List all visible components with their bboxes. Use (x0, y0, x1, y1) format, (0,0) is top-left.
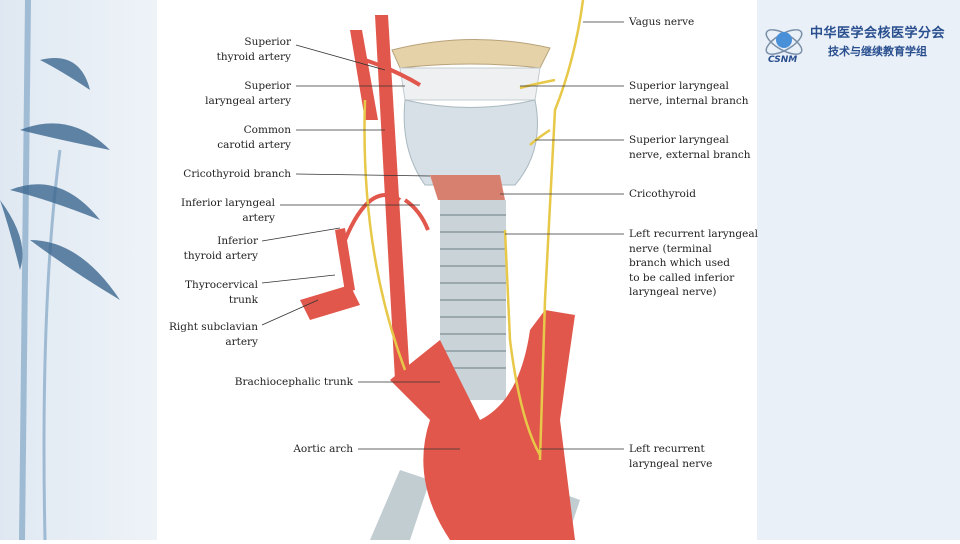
leader-lines (261, 21, 624, 450)
nerves (363, 0, 585, 461)
label-line: Common (243, 124, 291, 136)
label-line: artery (225, 335, 258, 348)
svg-text:CSNM: CSNM (768, 55, 797, 65)
label-line: laryngeal artery (205, 94, 291, 107)
label-line: Right subclavian (169, 321, 258, 333)
label-vagus-nerve: Vagus nerve (629, 15, 694, 30)
label-line: nerve, internal branch (629, 94, 749, 107)
artery-branches (343, 58, 430, 241)
label-line: to be called inferior (629, 271, 735, 284)
label-thyrocervical-trunk: Thyrocervical trunk (185, 278, 258, 307)
label-line: Brachiocephalic trunk (234, 376, 353, 388)
label-line: thyroid artery (183, 249, 258, 262)
label-common-carotid-artery: Common carotid artery (217, 123, 291, 152)
label-line: artery (242, 211, 275, 224)
label-line: Cricothyroid branch (183, 168, 291, 180)
bamboo-illustration (0, 0, 120, 541)
label-cricothyroid-branch: Cricothyroid branch (183, 167, 291, 182)
csnm-logo: CSNM 中华医学会核医学分会 技术与继续教育学组 (762, 18, 957, 68)
label-line: Left recurrent laryngeal (629, 228, 758, 240)
label-line: Superior (244, 36, 291, 48)
label-inferior-laryngeal-artery: Inferior laryngeal artery (181, 196, 275, 225)
label-right-subclavian-artery: Right subclavian artery (169, 320, 258, 349)
label-superior-laryngeal-nerve-external: Superior laryngeal nerve, external branch (629, 133, 751, 162)
atom-logo-icon: CSNM (765, 29, 803, 65)
label-inferior-thyroid-artery: Inferior thyroid artery (184, 234, 258, 263)
label-line: Superior laryngeal (629, 134, 729, 146)
label-superior-laryngeal-nerve-internal: Superior laryngeal nerve, internal branch (629, 79, 749, 108)
label-line: Inferior laryngeal (181, 197, 275, 209)
label-line: branch which used (629, 257, 730, 269)
larynx-anatomy-illustration (261, 0, 624, 540)
label-line: Cricothyroid (629, 188, 696, 200)
label-superior-laryngeal-artery: Superior laryngeal artery (205, 79, 291, 108)
bamboo-decoration-panel (0, 0, 157, 541)
label-superior-thyroid-artery: Superior thyroid artery (217, 35, 291, 64)
label-aortic-arch: Aortic arch (293, 442, 353, 457)
label-line: thyroid artery (216, 50, 291, 63)
right-panel (757, 0, 960, 540)
label-line: Aortic arch (293, 443, 353, 455)
label-line: nerve, external branch (629, 148, 751, 161)
label-line: Thyrocervical (185, 279, 258, 291)
label-left-recurrent-laryngeal-nerve: Left recurrent laryngeal nerve (629, 442, 712, 471)
label-line: Left recurrent (629, 443, 705, 455)
label-cricothyroid: Cricothyroid (629, 187, 696, 202)
label-line: carotid artery (217, 138, 291, 151)
label-brachiocephalic-trunk: Brachiocephalic trunk (235, 375, 353, 390)
org-name: 中华医学会核医学分会 (810, 26, 946, 41)
label-line: nerve (terminal (629, 242, 712, 255)
label-line: laryngeal nerve (629, 457, 713, 470)
label-line: Superior laryngeal (629, 80, 729, 92)
label-line: Superior (244, 80, 291, 92)
label-line: laryngeal nerve) (629, 286, 717, 298)
label-line: trunk (228, 293, 258, 306)
label-left-recurrent-laryngeal-nerve-terminal: Left recurrent laryngeal nerve (terminal b… (629, 227, 758, 300)
label-line: Vagus nerve (629, 16, 695, 28)
larynx (391, 38, 551, 200)
org-subgroup: 技术与继续教育学组 (828, 45, 927, 58)
label-line: Inferior (217, 235, 258, 247)
